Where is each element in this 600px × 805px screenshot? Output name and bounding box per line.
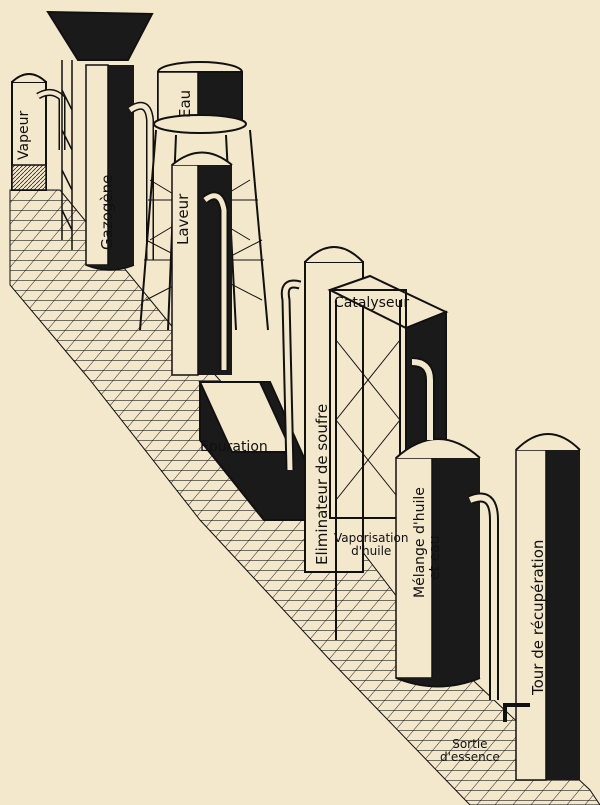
label-vaporisation-line2: d'huile [351,543,392,558]
label-melange-line1: Mélange d'huile [412,487,428,598]
eliminateur-column [280,246,364,573]
melange-vessel [395,357,499,700]
laveur-column [171,151,233,376]
label-tour: Tour de récupération [529,539,547,695]
label-eau: Eau [176,89,194,118]
epuration-tray [198,381,306,521]
label-eliminateur: Eliminateur de soufre [313,403,331,565]
label-vaporisation: Vaporisation d'huile [334,532,408,557]
label-laveur: Laveur [174,193,192,245]
label-catalyseur: Catalyseur [334,295,410,311]
label-sortie-line1: Sortie [452,737,488,751]
label-vapeur: Vapeur [16,110,32,160]
label-epuration: Epuration [200,439,268,455]
label-melange-line2: et eau [426,535,443,580]
gazogene-tower [46,10,154,271]
label-vaporisation-line1: Vaporisation [334,531,409,545]
label-sortie-line2: d'essence [440,749,500,764]
tour-recuperation [503,433,581,781]
label-gazogene: Gazogène [98,174,116,250]
label-melange: Mélange d'huile et eau [412,487,443,598]
label-sortie: Sortie d'essence [440,738,500,763]
